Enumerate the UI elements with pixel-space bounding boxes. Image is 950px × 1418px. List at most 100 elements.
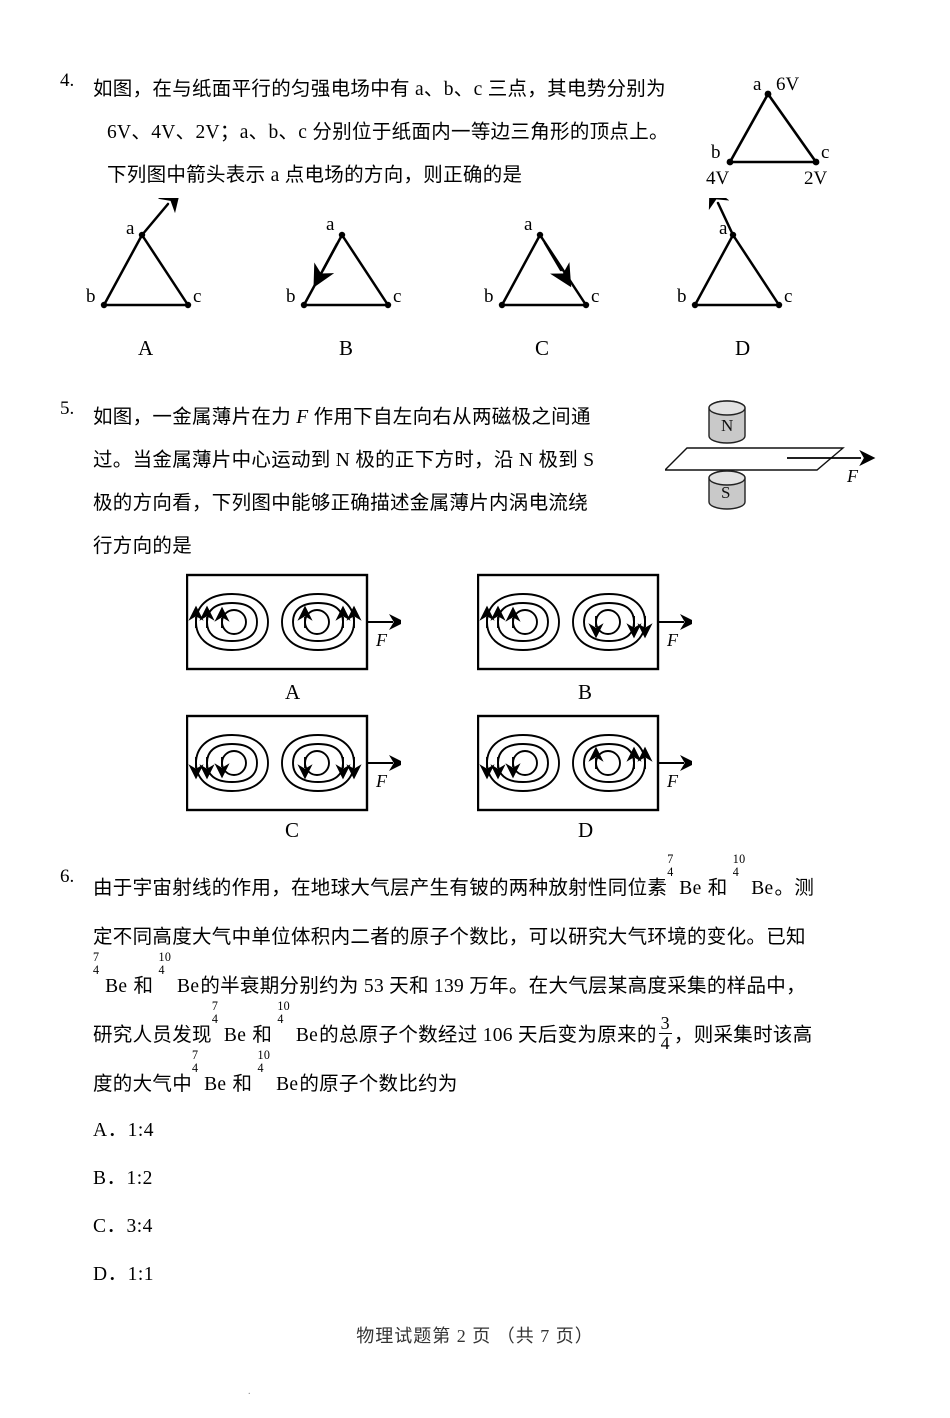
svg-text:c: c — [821, 142, 829, 163]
question-5-option-d-label: D — [578, 818, 594, 842]
q6-l1-part-a: 由于宇宙射线的作用，在地球大气层产生有铍的两种放射性同位素 — [93, 878, 668, 899]
be7-symbol-l5: Be — [204, 1074, 227, 1095]
q6-l1-part-c: 。测 — [774, 878, 815, 899]
be10-atomic-number: 4 — [732, 865, 740, 880]
be7-atomic-number-l4: 4 — [211, 1012, 219, 1027]
svg-text:2V: 2V — [804, 168, 828, 189]
be7-symbol: Be — [679, 878, 702, 899]
be10-symbol-l4: Be — [295, 1025, 319, 1046]
question-6-answer-b[interactable]: B．1:2 — [93, 1168, 153, 1189]
be7-symbol-l3: Be — [105, 976, 128, 997]
question-4-option-c-figure[interactable]: a b c — [483, 198, 623, 323]
north-magnet: N — [708, 400, 746, 444]
question-5-option-d-figure[interactable]: F — [477, 713, 692, 818]
footer-dot: . — [248, 1386, 251, 1397]
svg-text:b: b — [711, 142, 721, 163]
be10-mass-number-l4: 10 — [277, 998, 291, 1013]
svg-text:b: b — [484, 286, 494, 307]
question-6-answer-a[interactable]: A．1:4 — [93, 1120, 155, 1141]
force-arrow: F — [787, 449, 876, 486]
question-5-stem-figure: N F S — [665, 390, 885, 515]
svg-text:c: c — [784, 286, 792, 307]
svg-text:S: S — [721, 483, 730, 502]
svg-text:F: F — [846, 466, 859, 486]
south-magnet: S — [708, 470, 746, 510]
be7-mass-number: 7 — [667, 851, 674, 866]
question-5-line-4: 行方向的是 — [93, 536, 193, 557]
be7-symbol-l4: Be — [223, 1025, 247, 1046]
question-5-option-b-label: B — [578, 680, 593, 704]
svg-text:F: F — [666, 771, 679, 791]
q6-l1-part-b: 和 — [707, 878, 728, 899]
question-6-answer-d[interactable]: D．1:1 — [93, 1264, 155, 1285]
question-5-text: 如图，一金属薄片在力 F 作用下自左向右从两磁极之间通 过。当金属薄片中心运动到… — [93, 396, 663, 568]
question-4-line-2: 6V、4V、2V；a、b、c 分别位于纸面内一等边三角形的顶点上。 — [107, 122, 669, 143]
question-5-option-a-figure[interactable]: F — [186, 572, 401, 677]
page-footer: 物理试题第 2 页 （共 7 页） — [356, 1326, 594, 1346]
fraction-denominator: 4 — [658, 1032, 672, 1053]
question-4-option-d-label: D — [735, 336, 751, 360]
svg-text:N: N — [721, 416, 733, 435]
question-4-text: 如图，在与纸面平行的匀强电场中有 a、b、c 三点，其电势分别为 6V、4V、2… — [93, 68, 713, 197]
svg-text:6V: 6V — [776, 74, 800, 95]
svg-text:F: F — [666, 630, 679, 650]
be10-atomic-number-l4: 4 — [277, 1012, 284, 1027]
svg-text:a: a — [326, 214, 335, 235]
svg-text:4V: 4V — [706, 168, 730, 189]
question-4-option-d-figure[interactable]: a b c — [676, 198, 816, 323]
svg-text:b: b — [286, 286, 296, 307]
q6-l3-part-a: 和 — [133, 976, 154, 997]
svg-text:a: a — [126, 218, 135, 239]
be10-atomic-number-l5: 4 — [257, 1061, 264, 1076]
be10-symbol: Be — [751, 878, 774, 899]
svg-text:F: F — [375, 630, 388, 650]
question-4-line-1: 如图，在与纸面平行的匀强电场中有 a、b、c 三点，其电势分别为 — [93, 79, 666, 100]
svg-text:b: b — [677, 286, 687, 307]
be10-mass-number-l5: 10 — [257, 1047, 271, 1062]
be7-mass-number-l5: 7 — [192, 1047, 199, 1062]
question-4-option-b-figure[interactable]: a b c — [285, 198, 425, 323]
be7-atomic-number: 4 — [667, 865, 674, 880]
question-4-option-a-figure[interactable]: a b c — [85, 198, 225, 323]
metal-plate — [665, 447, 845, 471]
question-5-option-c-figure[interactable]: F — [186, 713, 401, 818]
question-6-line-2: 定不同高度大气中单位体积内二者的原子个数比，可以研究大气环境的变化。已知 — [93, 927, 806, 948]
be10-symbol-l3: Be — [177, 976, 200, 997]
be7-atomic-number-l5: 4 — [192, 1061, 199, 1076]
fraction-numerator: 3 — [660, 1013, 670, 1034]
question-5-line-2: 过。当金属薄片中心运动到 N 极的正下方时，沿 N 极到 S — [93, 450, 595, 471]
q6-l4-part-a: 研究人员发现 — [93, 1025, 212, 1046]
q6-l5-part-c: 的原子个数比约为 — [299, 1074, 458, 1095]
question-4-stem-figure: a 6V b 4V c 2V — [700, 62, 860, 197]
q6-l4-part-b: 和 — [252, 1025, 273, 1046]
question-5-option-c-label: C — [285, 818, 300, 842]
q6-l5-part-b: 和 — [232, 1074, 253, 1095]
question-5-number: 5. — [60, 398, 75, 419]
svg-text:b: b — [86, 286, 96, 307]
be7-mass-number-l3: 7 — [93, 949, 100, 964]
force-symbol-inline: F — [296, 407, 309, 428]
svg-text:c: c — [193, 286, 201, 307]
question-5-line-3: 极的方向看，下列图中能够正确描述金属薄片内涡电流绕 — [93, 493, 589, 514]
be10-atomic-number-l3: 4 — [158, 963, 165, 978]
question-4-number: 4. — [60, 70, 75, 91]
be10-mass-number: 10 — [732, 851, 746, 866]
question-4-option-a-label: A — [138, 336, 154, 360]
be7-atomic-number-l3: 4 — [93, 963, 100, 978]
question-6-answer-c[interactable]: C．3:4 — [93, 1216, 153, 1237]
be10-mass-number-l3: 10 — [158, 949, 172, 964]
question-4-option-b-label: B — [339, 336, 354, 360]
question-5-option-b-figure[interactable]: F — [477, 572, 692, 677]
